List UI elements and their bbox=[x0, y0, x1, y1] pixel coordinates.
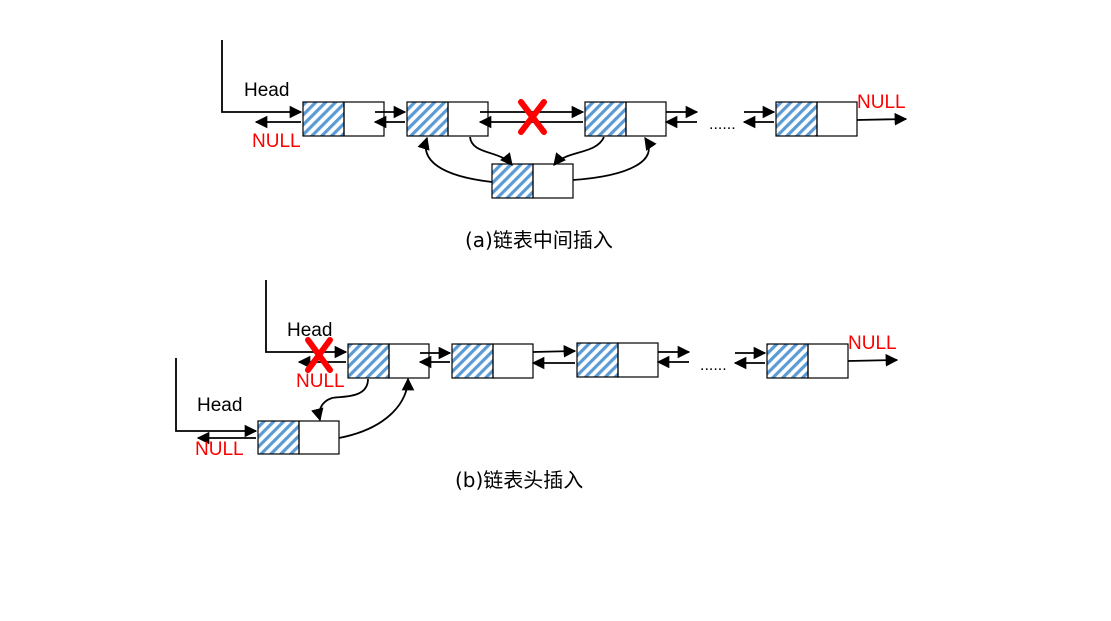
new-prev-from-node3-arrow bbox=[553, 136, 605, 166]
new-prev-to-node2-arrow bbox=[417, 136, 493, 183]
null-next-arrow bbox=[856, 112, 908, 126]
inserted-head-node bbox=[257, 420, 340, 455]
list-node bbox=[775, 101, 858, 137]
null-label-right-b: NULL bbox=[848, 333, 897, 354]
ellipsis: ...... bbox=[709, 116, 736, 133]
caption-a: (a)链表中间插入 bbox=[465, 228, 613, 252]
head-label-old: Head bbox=[287, 320, 332, 341]
null-next-arrow bbox=[847, 353, 899, 367]
next-arrow bbox=[532, 344, 577, 358]
head-pointer-arrow bbox=[221, 40, 303, 119]
null-label-left: NULL bbox=[252, 131, 301, 152]
diagram-middle-insertion: Head NULL bbox=[221, 40, 908, 252]
list-node bbox=[584, 101, 667, 137]
diagram-head-insertion: Head NULL ...... bbox=[175, 280, 899, 492]
null-label-old: NULL bbox=[296, 371, 345, 392]
new-next-from-node2-arrow bbox=[469, 136, 513, 166]
remove-link-x-icon bbox=[305, 337, 333, 373]
new-next-link-arrow bbox=[338, 377, 415, 439]
list-node bbox=[451, 343, 534, 379]
caption-b: (b)链表头插入 bbox=[455, 468, 583, 492]
inserted-node bbox=[491, 163, 574, 199]
head-label-new: Head bbox=[197, 395, 242, 416]
null-label-right: NULL bbox=[857, 92, 906, 113]
null-label-new: NULL bbox=[195, 439, 244, 460]
remove-link-x-icon bbox=[518, 99, 547, 135]
list-node bbox=[766, 343, 849, 379]
head-label: Head bbox=[244, 80, 289, 101]
new-prev-link-arrow bbox=[311, 378, 369, 422]
list-node bbox=[347, 343, 430, 379]
list-node bbox=[406, 101, 489, 137]
ellipsis: ...... bbox=[700, 357, 727, 374]
new-next-to-node3-arrow bbox=[572, 136, 657, 181]
new-head-pointer-arrow bbox=[175, 358, 258, 438]
list-node bbox=[576, 342, 659, 378]
list-node bbox=[302, 101, 385, 137]
